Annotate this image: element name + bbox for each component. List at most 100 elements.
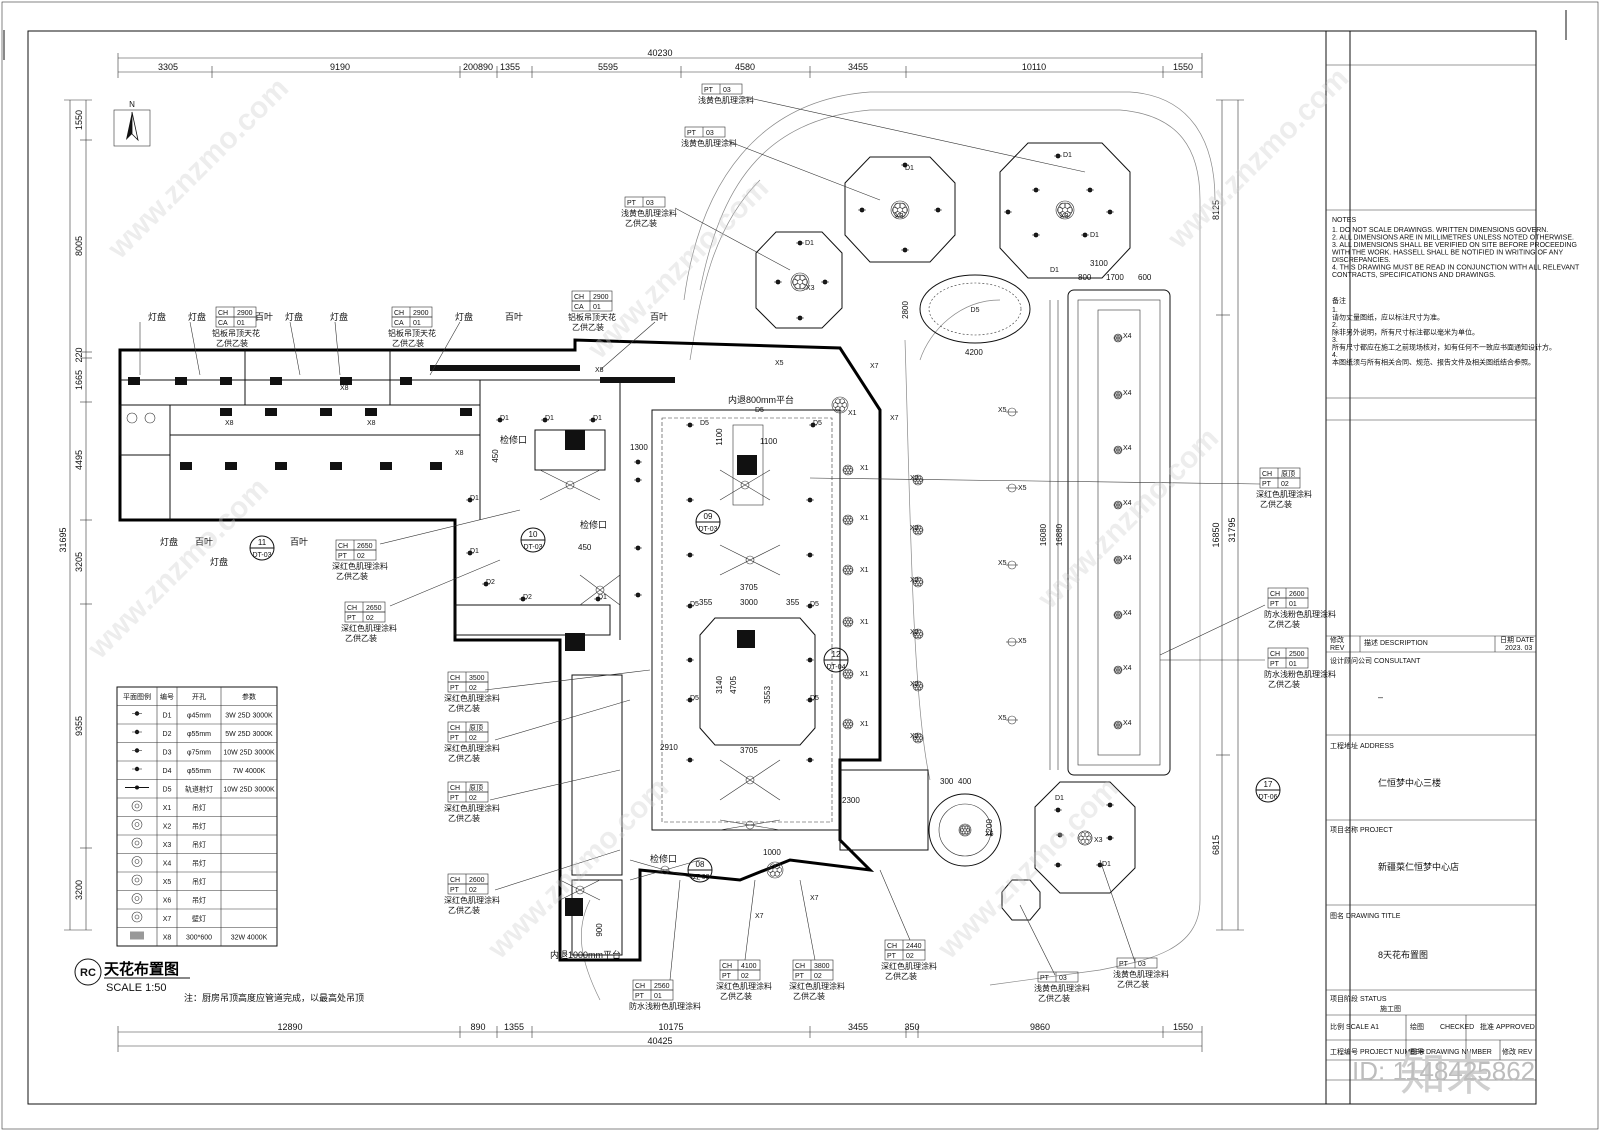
finish-desc: 防水浅粉色肌理涂料 <box>1264 609 1336 619</box>
date-value: 2023. 03 <box>1505 645 1532 652</box>
finish-code: PT <box>347 615 357 622</box>
x1-label: X1 <box>848 410 857 417</box>
legend-code: X5 <box>163 879 172 886</box>
downlight-icon <box>466 550 474 556</box>
legend-code: D4 <box>163 768 172 775</box>
x1-label: X1 <box>860 671 869 678</box>
dim-top-seg: 1550 <box>1173 62 1193 72</box>
dim-bottom-seg: 1550 <box>1173 1022 1193 1032</box>
lamp-label: 灯盘 <box>455 311 473 322</box>
x5-label: X5 <box>998 560 1007 567</box>
downlight-icon <box>821 279 829 285</box>
dim-top-seg: 10110 <box>1022 62 1046 72</box>
finish-code: PT <box>1262 481 1272 488</box>
finish-code: PT <box>795 973 805 980</box>
d1-label: D1 <box>545 415 554 422</box>
pendant-cross-icon <box>579 574 621 606</box>
finish-desc: 浅黄色肌理涂料 <box>1034 983 1090 993</box>
downlight-icon <box>1106 835 1114 841</box>
downlight-icon <box>1032 187 1040 193</box>
dim-misc: 450 <box>491 449 500 463</box>
finish-value: 03 <box>646 200 654 207</box>
x4-label: X4 <box>1123 500 1132 507</box>
inner-platform-label: 内退1000mm平台 <box>550 949 621 960</box>
finish-supply: 乙供乙装 <box>448 905 480 915</box>
louver-label: 百叶 <box>650 312 668 322</box>
pendant-light-icon <box>1113 445 1123 455</box>
dim-left-total: 31695 <box>58 527 68 552</box>
note-line-en: 3. ALL DIMENSIONS SHALL BE VERIFIED ON S… <box>1332 242 1577 249</box>
d1-label: D1 <box>905 165 914 172</box>
finish-desc: 深红色肌理涂料 <box>444 803 500 813</box>
downlight-icon <box>806 603 814 609</box>
legend-param: 5W 25D 3000K <box>225 731 273 738</box>
finish-code: PT <box>722 973 732 980</box>
ceiling-height-code: CH <box>887 943 897 950</box>
ceiling-height-code: CH <box>1270 651 1280 658</box>
note-line-cn: 1. <box>1332 307 1338 314</box>
legend-hole: φ55mm <box>187 768 211 775</box>
d5-label: D5 <box>755 407 764 414</box>
pendant-light-icon <box>1077 830 1093 846</box>
lamp-label: 灯盘 <box>285 311 303 322</box>
legend-hole: 吊灯 <box>192 877 206 886</box>
finish-code: PT <box>704 87 714 94</box>
legend-param: 10W 25D 3000K <box>223 750 275 757</box>
ceiling-height-code: CH <box>218 310 228 317</box>
note-line-en: WITH THE WORK. HASSELL SHALL BE NOTIFIED… <box>1332 250 1563 257</box>
pendant-light-icon <box>842 616 854 628</box>
ceiling-height-value: 2440 <box>906 943 922 950</box>
finish-code: CA <box>394 320 404 327</box>
dining-ceiling <box>651 409 929 851</box>
legend-header: 编号 <box>160 692 174 701</box>
finish-desc: 浅黄色肌理涂料 <box>621 208 677 218</box>
sheet-border-inner <box>27 30 1351 1105</box>
lamp-label: 灯盘 <box>148 311 166 322</box>
legend-code: X8 <box>163 935 172 942</box>
finish-value: 03 <box>706 130 714 137</box>
x4-label: X4 <box>1123 720 1132 727</box>
legend-hole: φ75mm <box>187 750 211 757</box>
inner-platform-label: 内退800mm平台 <box>728 394 794 405</box>
d1-label: D1 <box>1102 861 1111 868</box>
pendant-light-icon <box>766 861 784 879</box>
consultant-value: – <box>1378 692 1383 702</box>
ceiling-height-code: CH <box>450 725 460 732</box>
x5-label: X5 <box>1018 638 1027 645</box>
x5-label: X5 <box>1018 485 1027 492</box>
rev2-label: 修改 REV <box>1502 1047 1533 1056</box>
watermark-id: ID: 1148425862 <box>1352 1056 1535 1086</box>
dim-misc: 800 <box>1078 273 1092 282</box>
x7-label: X7 <box>755 913 764 920</box>
octagon-pavilion <box>755 231 843 329</box>
pendant-light-icon <box>842 668 854 680</box>
consultant-label: 设计顾问公司 CONSULTANT <box>1330 656 1421 665</box>
dim-left-seg: 8005 <box>74 236 84 256</box>
dim-bottom-seg: 350 <box>904 1022 919 1032</box>
check-label: CHECKED <box>1440 1024 1474 1031</box>
finish-desc: 浅黄色肌理涂料 <box>698 95 754 105</box>
downlight-icon <box>1004 209 1012 215</box>
dim-bottom-seg: 1355 <box>504 1022 524 1032</box>
finish-code: PT <box>1040 975 1050 982</box>
finish-code: PT <box>450 795 460 802</box>
d2-label: D2 <box>486 579 495 586</box>
x5-light-icon <box>1006 483 1018 493</box>
legend-hole: φ55mm <box>187 731 211 738</box>
dim-misc: 1200 <box>985 819 994 837</box>
dim-misc: 1000 <box>763 848 781 857</box>
finish-supply: 乙供乙装 <box>448 753 480 763</box>
pendant-light-icon <box>1113 665 1123 675</box>
dim-left-seg: 9355 <box>74 716 84 736</box>
ceiling-height-value: 3500 <box>469 675 485 682</box>
finish-desc: 深红色肌理涂料 <box>332 561 388 571</box>
finish-value: 01 <box>593 304 601 311</box>
finish-desc: 深红色肌理涂料 <box>444 743 500 753</box>
north-arrow-icon: N <box>113 100 151 147</box>
finish-supply: 乙供乙装 <box>448 813 480 823</box>
x1-label: X1 <box>860 721 869 728</box>
